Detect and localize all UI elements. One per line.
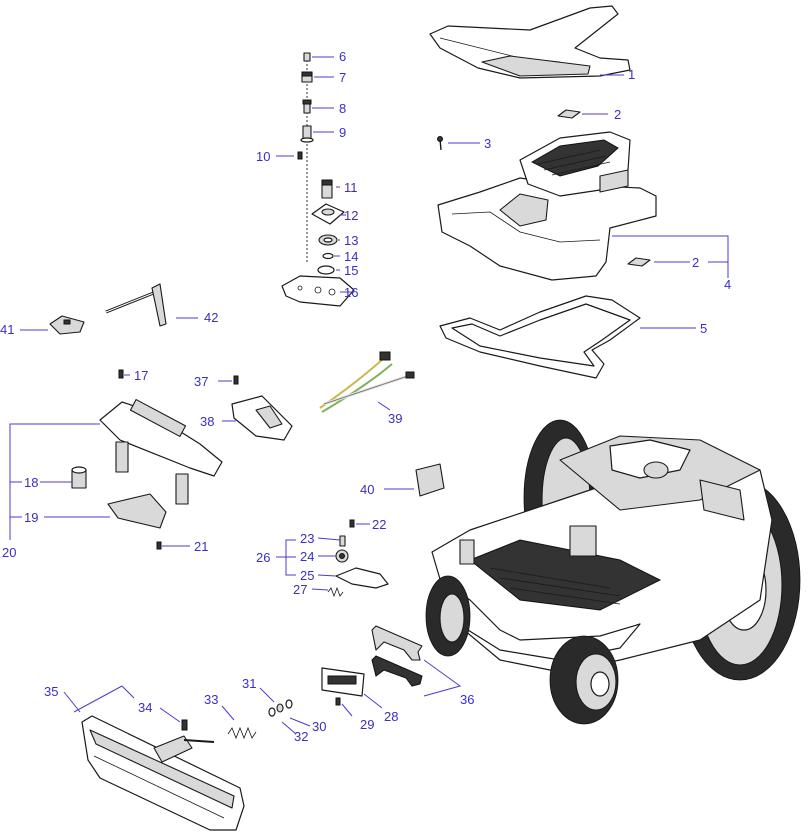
callout-15: 15 (344, 263, 358, 278)
part-35-front-bumper (81, 715, 245, 831)
callout-19: 19 (24, 510, 38, 525)
callout-35: 35 (44, 684, 58, 699)
part-38-cover-plate (231, 395, 293, 441)
callout-27: 27 (293, 582, 307, 597)
callout-28: 28 (384, 709, 398, 724)
callout-30: 30 (312, 719, 326, 734)
callout-37: 37 (194, 374, 208, 389)
callout-11: 11 (344, 180, 358, 195)
callout-40: 40 (360, 482, 374, 497)
callout-17: 17 (134, 368, 148, 383)
part-24-bushing (335, 549, 349, 563)
callout-3: 3 (484, 136, 491, 151)
part-1-top-cover (429, 5, 631, 79)
callout-20: 20 (2, 545, 16, 560)
part-14-ring (322, 252, 334, 260)
part-4-body-shell (437, 131, 657, 281)
part-17-screw (118, 369, 124, 379)
callout-41: 41 (0, 322, 14, 337)
callout-7: 7 (339, 70, 346, 85)
part-3-screw (437, 136, 443, 151)
part-40-clip (415, 463, 445, 497)
part-29-screw (335, 697, 341, 706)
part-5-gasket (439, 295, 641, 379)
callout-32: 32 (294, 729, 308, 744)
callout-2-top: 2 (614, 107, 621, 122)
callout-8: 8 (339, 101, 346, 116)
part-22-screw (349, 519, 355, 528)
part-18-grommet (71, 466, 87, 489)
callout-23: 23 (300, 531, 314, 546)
callout-16: 16 (344, 285, 358, 300)
part-16-plate (281, 275, 355, 307)
callout-1: 1 (628, 67, 635, 82)
part-chassis-base (425, 419, 801, 725)
callout-2-right: 2 (692, 255, 699, 270)
callout-9: 9 (339, 125, 346, 140)
callout-14: 14 (344, 249, 358, 264)
callout-13: 13 (344, 233, 358, 248)
callout-5: 5 (700, 321, 707, 336)
callout-39: 39 (388, 411, 402, 426)
callout-29: 29 (360, 717, 374, 732)
callout-31: 31 (242, 676, 256, 691)
part-12-bracket (311, 203, 345, 225)
part-36-handle (371, 625, 423, 687)
part-6-screw (303, 52, 311, 62)
part-23-bolt (339, 535, 346, 547)
part-33-spring (227, 726, 257, 740)
part-25-lever (335, 567, 389, 589)
callout-12: 12 (344, 208, 358, 223)
part-13-bearing (318, 234, 338, 246)
part-28-handle-insert (321, 667, 365, 697)
part-10-screw (297, 151, 303, 160)
callout-21: 21 (194, 539, 208, 554)
leader-lines (9, 56, 729, 735)
callout-34: 34 (138, 700, 152, 715)
part-42-cable (105, 283, 167, 327)
part-39-wire-harness (319, 351, 415, 413)
part-27-spring (327, 586, 344, 598)
callout-24: 24 (300, 549, 314, 564)
callout-22: 22 (372, 517, 386, 532)
part-37-screw (233, 375, 239, 385)
callout-36: 36 (460, 692, 474, 707)
callout-10: 10 (256, 149, 270, 164)
part-2-pad-top (557, 109, 581, 119)
part-19-board (107, 493, 167, 529)
part-34-lever (153, 719, 215, 763)
callout-6: 6 (339, 49, 346, 64)
part-41-sensor-board (49, 315, 85, 335)
callout-18: 18 (24, 475, 38, 490)
callout-labels: 1 2 3 2 4 5 6 7 8 9 10 11 12 13 14 15 16… (0, 49, 731, 744)
part-2-pad-right (627, 257, 651, 267)
part-21-screw (156, 541, 162, 550)
callout-42: 42 (204, 310, 218, 325)
part-20-motor-bracket (99, 399, 223, 505)
part-8-bolt (302, 99, 312, 114)
callout-4: 4 (724, 277, 731, 292)
part-7-nut (301, 71, 313, 83)
callout-33: 33 (204, 692, 218, 707)
part-11-shaft (321, 179, 333, 199)
callout-25: 25 (300, 568, 314, 583)
part-32-washer-set (268, 699, 293, 717)
part-15-seal (317, 265, 335, 275)
part-9-bolt (300, 125, 314, 143)
callout-38: 38 (200, 414, 214, 429)
callout-26: 26 (256, 550, 270, 565)
